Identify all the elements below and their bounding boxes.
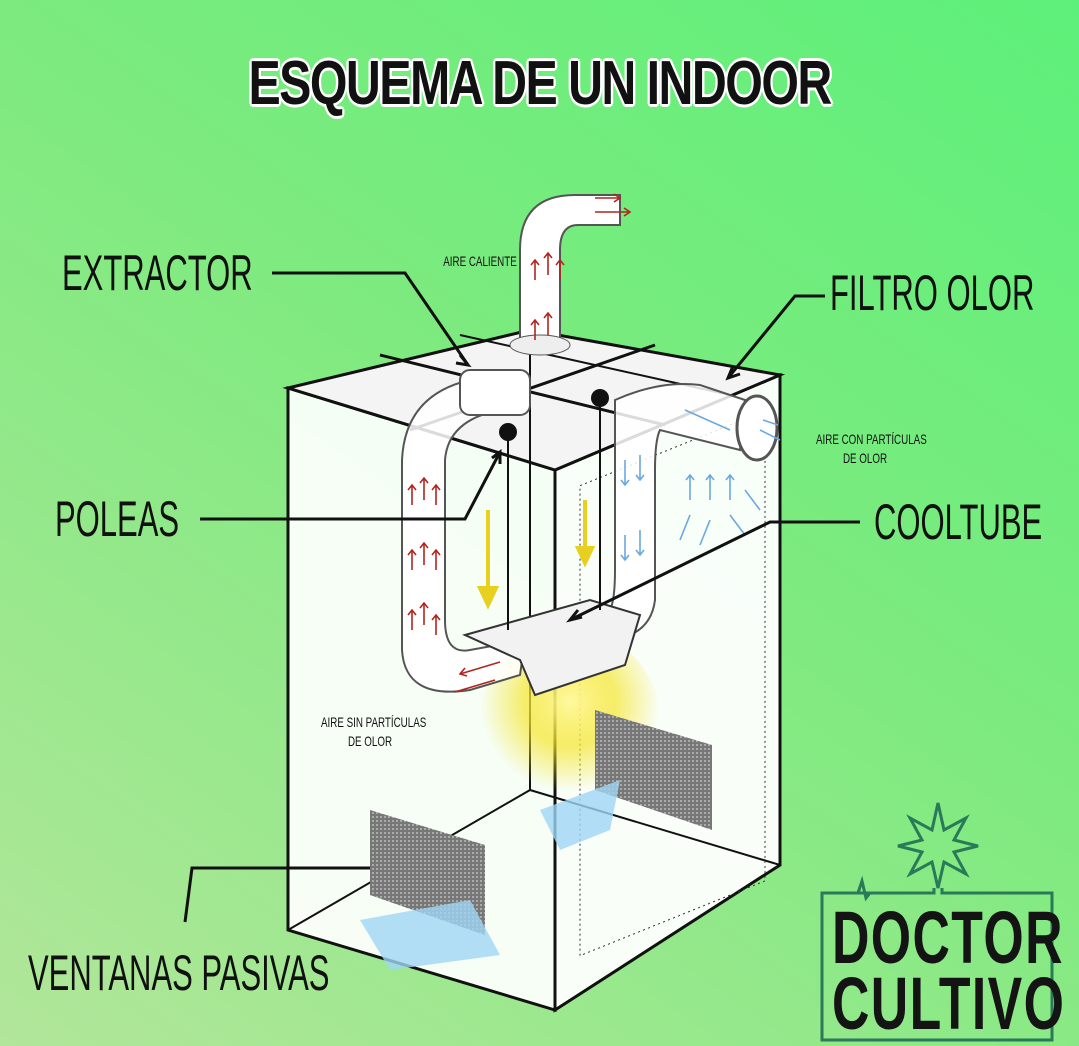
label-cooltube: COOLTUBE: [874, 494, 1043, 550]
ventanas-leader: [183, 866, 370, 923]
annotation-line: AIRE CON PARTÍCULAS: [816, 431, 927, 447]
annotation-line: DE OLOR: [347, 732, 393, 749]
passive-window-side: [595, 710, 712, 830]
doctor-cultivo-logo: DOCTOR CULTIVO: [822, 893, 1066, 1045]
annotation-aire-caliente: AIRE CALIENTE: [443, 253, 517, 269]
label-poleas: POLEAS: [55, 491, 180, 547]
annotation-line: DE OLOR: [842, 449, 888, 466]
annotation-aire-con-particulas: AIRE CON PARTÍCULAS DE OLOR: [816, 430, 927, 468]
poleas-leader: [200, 451, 502, 521]
extractor-fan: [459, 369, 531, 416]
pulley-icon: [591, 389, 609, 407]
logo-line-2: CULTIVO: [832, 962, 1066, 1045]
hot-air-arrows: [407, 193, 632, 693]
page-title: ESQUEMA DE UN INDOOR: [248, 49, 832, 118]
annotation-line: AIRE SIN PARTÍCULAS: [321, 714, 427, 730]
tent-top-face: [282, 328, 786, 472]
left-duct: [401, 378, 527, 693]
pulley-icon: [499, 423, 517, 441]
carbon-filter: [735, 394, 779, 462]
label-extractor: EXTRACTOR: [62, 245, 253, 301]
odor-air-arrows: [620, 409, 781, 562]
cooltube-leader: [569, 520, 860, 622]
label-filtro-olor: FILTRO OLOR: [830, 265, 1035, 321]
filtro-leader: [726, 294, 825, 379]
label-ventanas-pasivas: VENTANAS PASIVAS: [28, 945, 330, 1001]
extractor-leader: [272, 271, 470, 366]
exhaust-duct: [519, 194, 621, 346]
logo-leaf-icon: [820, 802, 1054, 1042]
annotation-aire-sin-particulas: AIRE SIN PARTÍCULAS DE OLOR: [321, 713, 427, 751]
